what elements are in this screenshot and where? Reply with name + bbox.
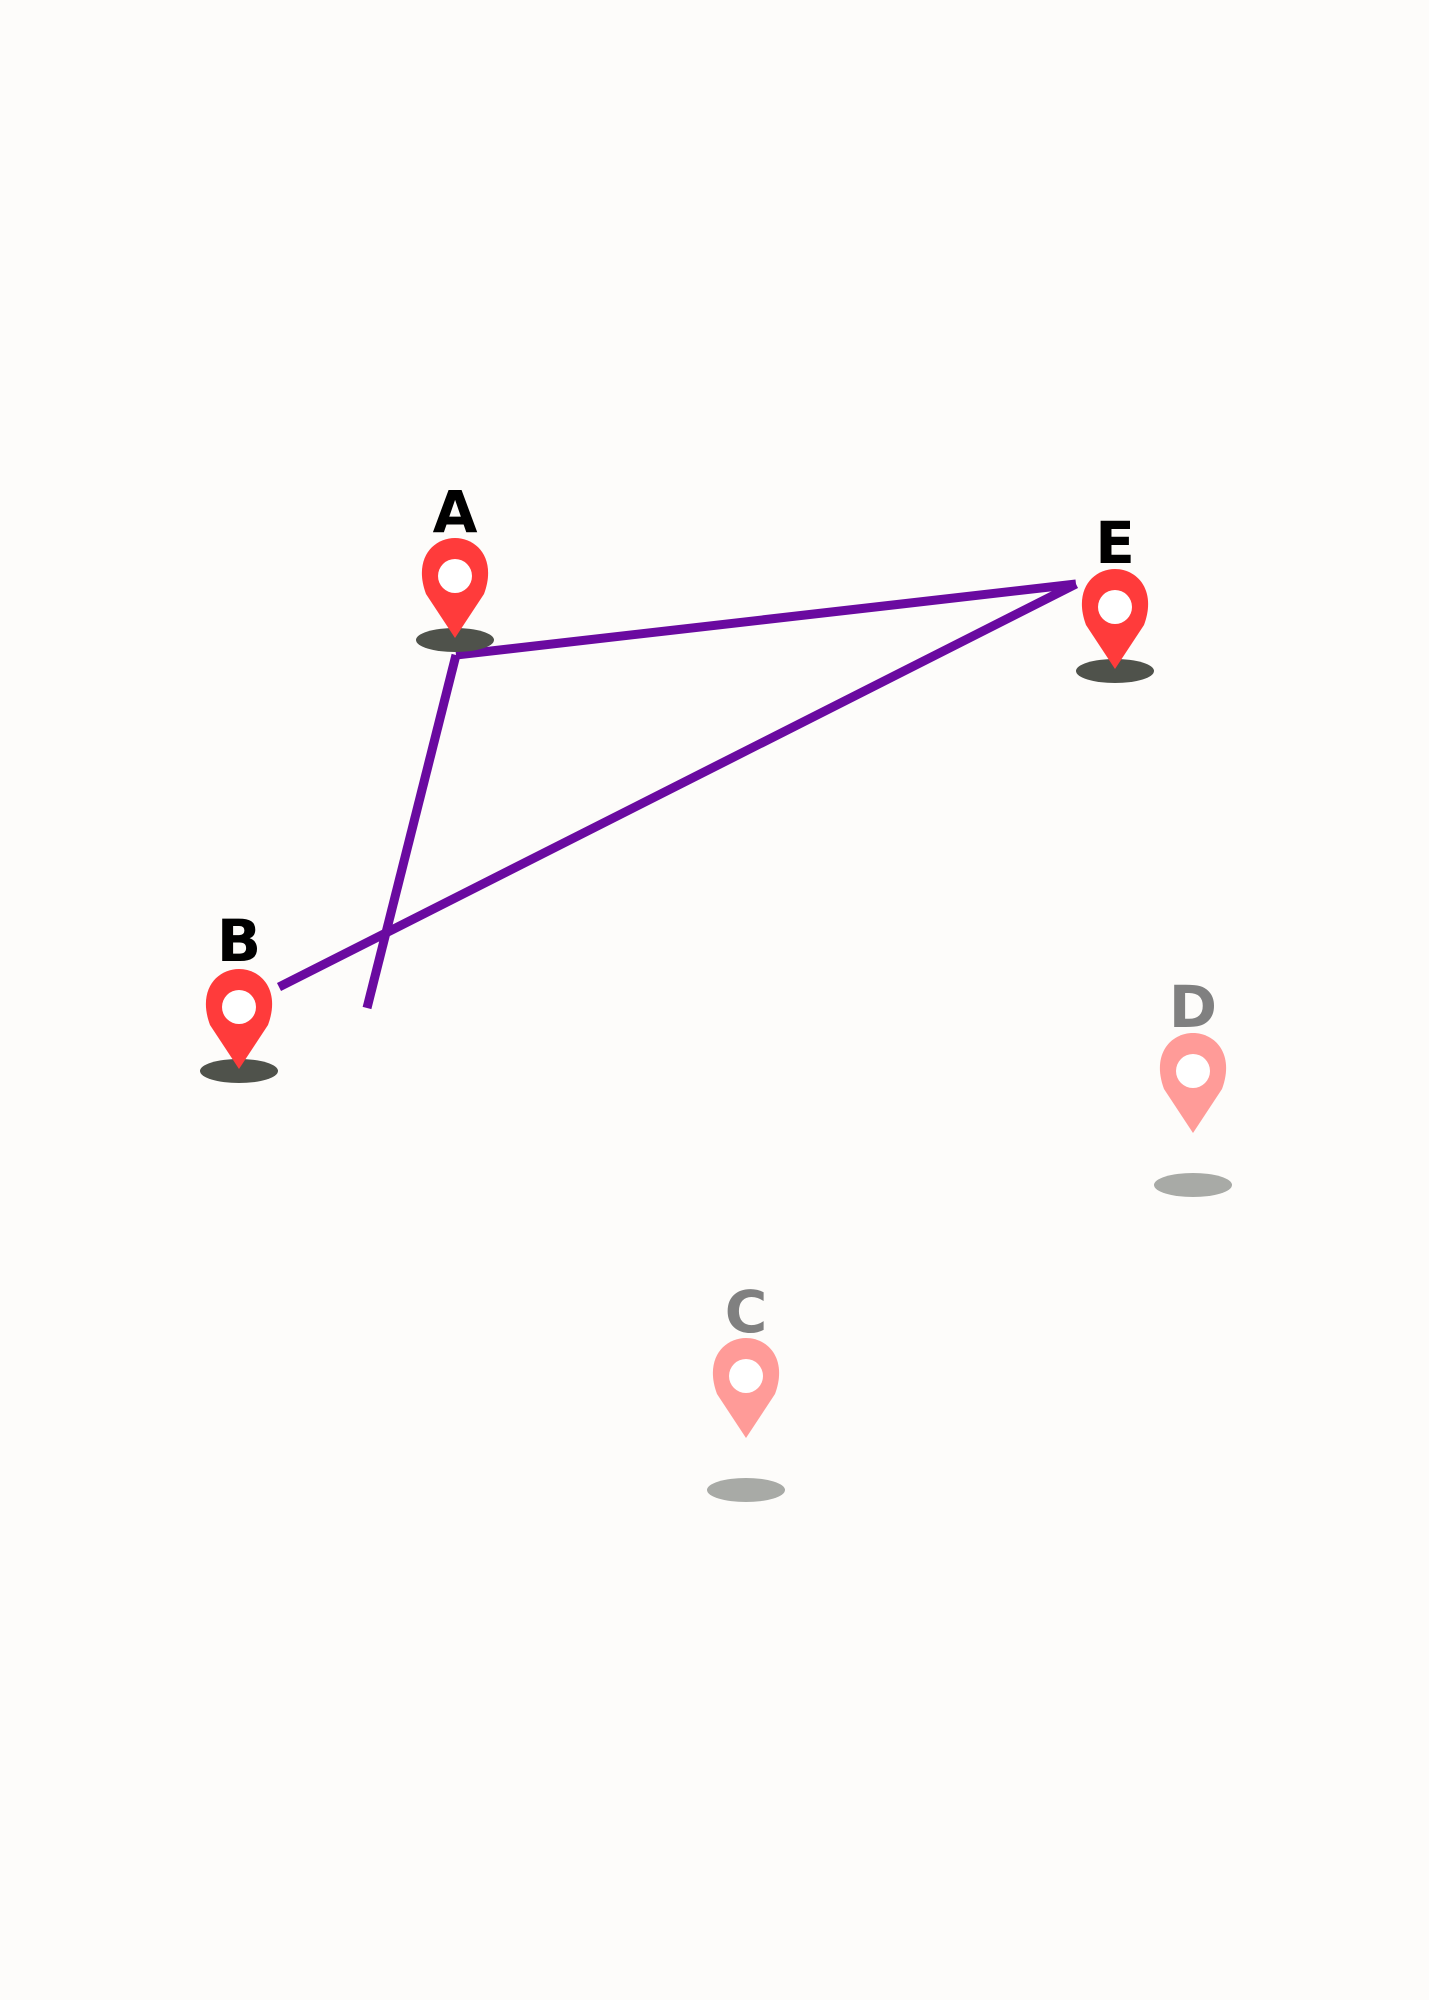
pin-hole — [438, 559, 472, 593]
pin-hole — [1176, 1054, 1210, 1088]
route-segment-e-a — [455, 579, 1077, 660]
pin-hole — [1098, 590, 1132, 624]
pin-hole — [729, 1359, 763, 1393]
pin-shadow — [1076, 659, 1154, 683]
pin-label-b: B — [217, 907, 261, 975]
route-segment-e-b — [276, 579, 1079, 992]
pin-b[interactable]: B — [200, 907, 278, 1083]
route-segment-a-b — [362, 653, 461, 1010]
pin-label-d: D — [1169, 973, 1217, 1041]
pin-label-a: A — [433, 478, 478, 546]
route — [276, 579, 1079, 1010]
pin-label-e: E — [1095, 509, 1135, 577]
pin-hole — [222, 990, 256, 1024]
pin-c[interactable]: C — [707, 1278, 785, 1502]
pin-shadow — [416, 628, 494, 652]
pin-shadow — [200, 1059, 278, 1083]
pin-label-c: C — [725, 1278, 768, 1346]
pin-shadow — [707, 1478, 785, 1502]
pin-d[interactable]: D — [1154, 973, 1232, 1197]
pin-shadow — [1154, 1173, 1232, 1197]
pin-a[interactable]: A — [416, 478, 494, 652]
pin-e[interactable]: E — [1076, 509, 1154, 683]
